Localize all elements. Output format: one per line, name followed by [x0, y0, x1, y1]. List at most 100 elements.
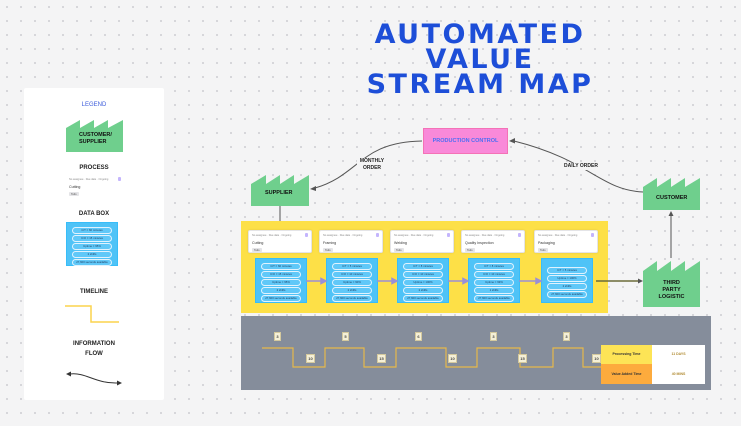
data-row: C/O = 15 minutes — [261, 271, 301, 278]
supplier-factory: SUPPLIER — [251, 174, 309, 206]
process-tag: Todo — [394, 248, 404, 252]
push-arrowhead-2 — [391, 277, 399, 285]
process-name: Packaging — [538, 241, 555, 245]
data-row: C/T = 5 minutes — [332, 263, 372, 270]
timeline-line — [262, 347, 601, 368]
third-party-line3: LOGISTIC — [658, 294, 685, 301]
process-meta: No assignee · Due date · Ongoing — [323, 234, 363, 237]
data-row: Uptime = 95% — [72, 243, 112, 250]
data-row: C/O = 15 minutes — [72, 235, 112, 242]
data-row: 27,600 seconds available — [547, 291, 587, 298]
timeline-wait-label: 3 — [563, 332, 570, 341]
process-status-icon — [447, 233, 450, 237]
legend-data-box-label: DATA BOX — [78, 211, 110, 217]
process-card[interactable]: No assignee · Due date · Ongoing Packagi… — [534, 230, 598, 253]
data-row: C/O = 10 minutes — [332, 271, 372, 278]
data-row: C/O = 10 minutes — [403, 271, 443, 278]
process-card[interactable]: No assignee · Due date · Ongoing Welding… — [390, 230, 454, 253]
push-arrowhead-4 — [535, 277, 543, 285]
title-line-3: STREAM MAP — [366, 69, 594, 100]
production-control-box: PRODUCTION CONTROL — [423, 128, 508, 154]
legend-factory-icon: CUSTOMER/ SUPPLIER — [66, 118, 123, 152]
legend-data-box: C/T = 60 minutes C/O = 15 minutes Uptime… — [66, 222, 118, 266]
daily-order-arrowhead — [509, 138, 515, 144]
legend-info-flow-line1: INFORMATION — [73, 341, 115, 347]
third-party-line2: PARTY — [662, 287, 681, 294]
process-card[interactable]: No assignee · Due date · Ongoing Framing… — [319, 230, 383, 253]
process-name: Framing — [323, 241, 337, 245]
legend-process-label: PROCESS — [79, 165, 109, 171]
timeline-process-label: 10 — [448, 354, 457, 363]
data-row: 27,600 seconds available — [332, 295, 372, 302]
timeline-wait-label: 3 — [274, 332, 281, 341]
monthly-order-line1: MONTHLY — [359, 158, 385, 164]
monthly-order-arrowhead — [310, 186, 316, 191]
legend-factory-label-1: CUSTOMER/ — [79, 132, 112, 138]
process-tag: Todo — [538, 248, 548, 252]
push-arrowhead-3 — [462, 277, 470, 285]
customer-label: CUSTOMER — [656, 195, 688, 201]
data-row: 2 shifts — [332, 287, 372, 294]
timeline-process-label: 10 — [592, 354, 601, 363]
data-row: 27,600 seconds available — [72, 259, 112, 266]
data-row: C/T = 8 minutes — [403, 263, 443, 270]
process-card[interactable]: No assignee · Due date · Ongoing Cutting… — [248, 230, 312, 253]
process-meta: No assignee · Due date · Ongoing — [252, 234, 292, 237]
process-name: Cutting — [69, 185, 81, 189]
process-meta: No assignee · Due date · Ongoing — [394, 234, 434, 237]
process-status-icon — [591, 233, 594, 237]
monthly-order-line2: ORDER — [362, 164, 382, 171]
processing-time-value: 11 DAYS — [652, 345, 705, 364]
legend-information-flow-arrow-icon — [66, 371, 122, 386]
title-line-2: VALUE — [425, 44, 535, 75]
data-row: 2 shifts — [547, 283, 587, 290]
title-line-1: AUTOMATED — [374, 19, 586, 50]
third-party-logistic-factory: THIRD PARTY LOGISTIC — [643, 260, 700, 307]
data-row: Uptime = 100% — [403, 279, 443, 286]
data-row: Uptime = 99% — [474, 279, 514, 286]
data-row: 27,600 seconds available — [403, 295, 443, 302]
timeline-wait-label: 5 — [342, 332, 349, 341]
data-row: Uptime = 90% — [332, 279, 372, 286]
data-row: C/O = 10 minutes — [474, 271, 514, 278]
data-row: 2 shifts — [261, 287, 301, 294]
legend-title: LEGEND — [81, 102, 107, 108]
data-row: 1 shifts — [474, 287, 514, 294]
data-row: Uptime = 100% — [547, 275, 587, 282]
process-tag: Todo — [69, 192, 79, 196]
data-row: C/T = 60 minutes — [261, 263, 301, 270]
process-status-icon — [518, 233, 521, 237]
legend-info-flow-label: INFORMATION FLOW — [24, 340, 164, 359]
process-name: Welding — [394, 241, 407, 245]
legend-process-card: No assignee · Due date · Ongoing Cutting… — [66, 175, 124, 199]
legend-panel: LEGEND CUSTOMER/ SUPPLIER PROCESS No ass… — [24, 88, 164, 400]
timeline-wait-label: 6 — [415, 332, 422, 341]
data-row: C/T = 8 minutes — [474, 263, 514, 270]
push-arrowhead-1 — [320, 277, 328, 285]
page-title: AUTOMATED VALUE STREAM MAP — [300, 19, 660, 100]
process-status-icon — [305, 233, 308, 237]
legend-info-flow-line2: FLOW — [85, 350, 103, 357]
process-meta: No assignee · Due date · Ongoing — [465, 234, 505, 237]
timeline-process-label: 10 — [306, 354, 315, 363]
process-status-icon — [376, 233, 379, 237]
process-tag: Todo — [252, 248, 262, 252]
legend-timeline-label: TIMELINE — [80, 289, 108, 295]
process-card[interactable]: No assignee · Due date · Ongoing Quality… — [461, 230, 525, 253]
process-meta: No assignee · Due date · Ongoing — [538, 234, 578, 237]
data-row: C/T = 60 minutes — [72, 227, 112, 234]
data-row: 27,600 seconds available — [261, 295, 301, 302]
customer-factory: CUSTOMER — [643, 177, 700, 210]
timeline-process-label: 15 — [518, 354, 527, 363]
process-tag: Todo — [465, 248, 475, 252]
third-party-logistic-label: THIRD PARTY LOGISTIC — [643, 280, 700, 301]
data-row: C/T = 5 minutes — [547, 267, 587, 274]
timeline-process-label: 15 — [377, 354, 386, 363]
process-name: Quality Inspection — [465, 241, 494, 245]
